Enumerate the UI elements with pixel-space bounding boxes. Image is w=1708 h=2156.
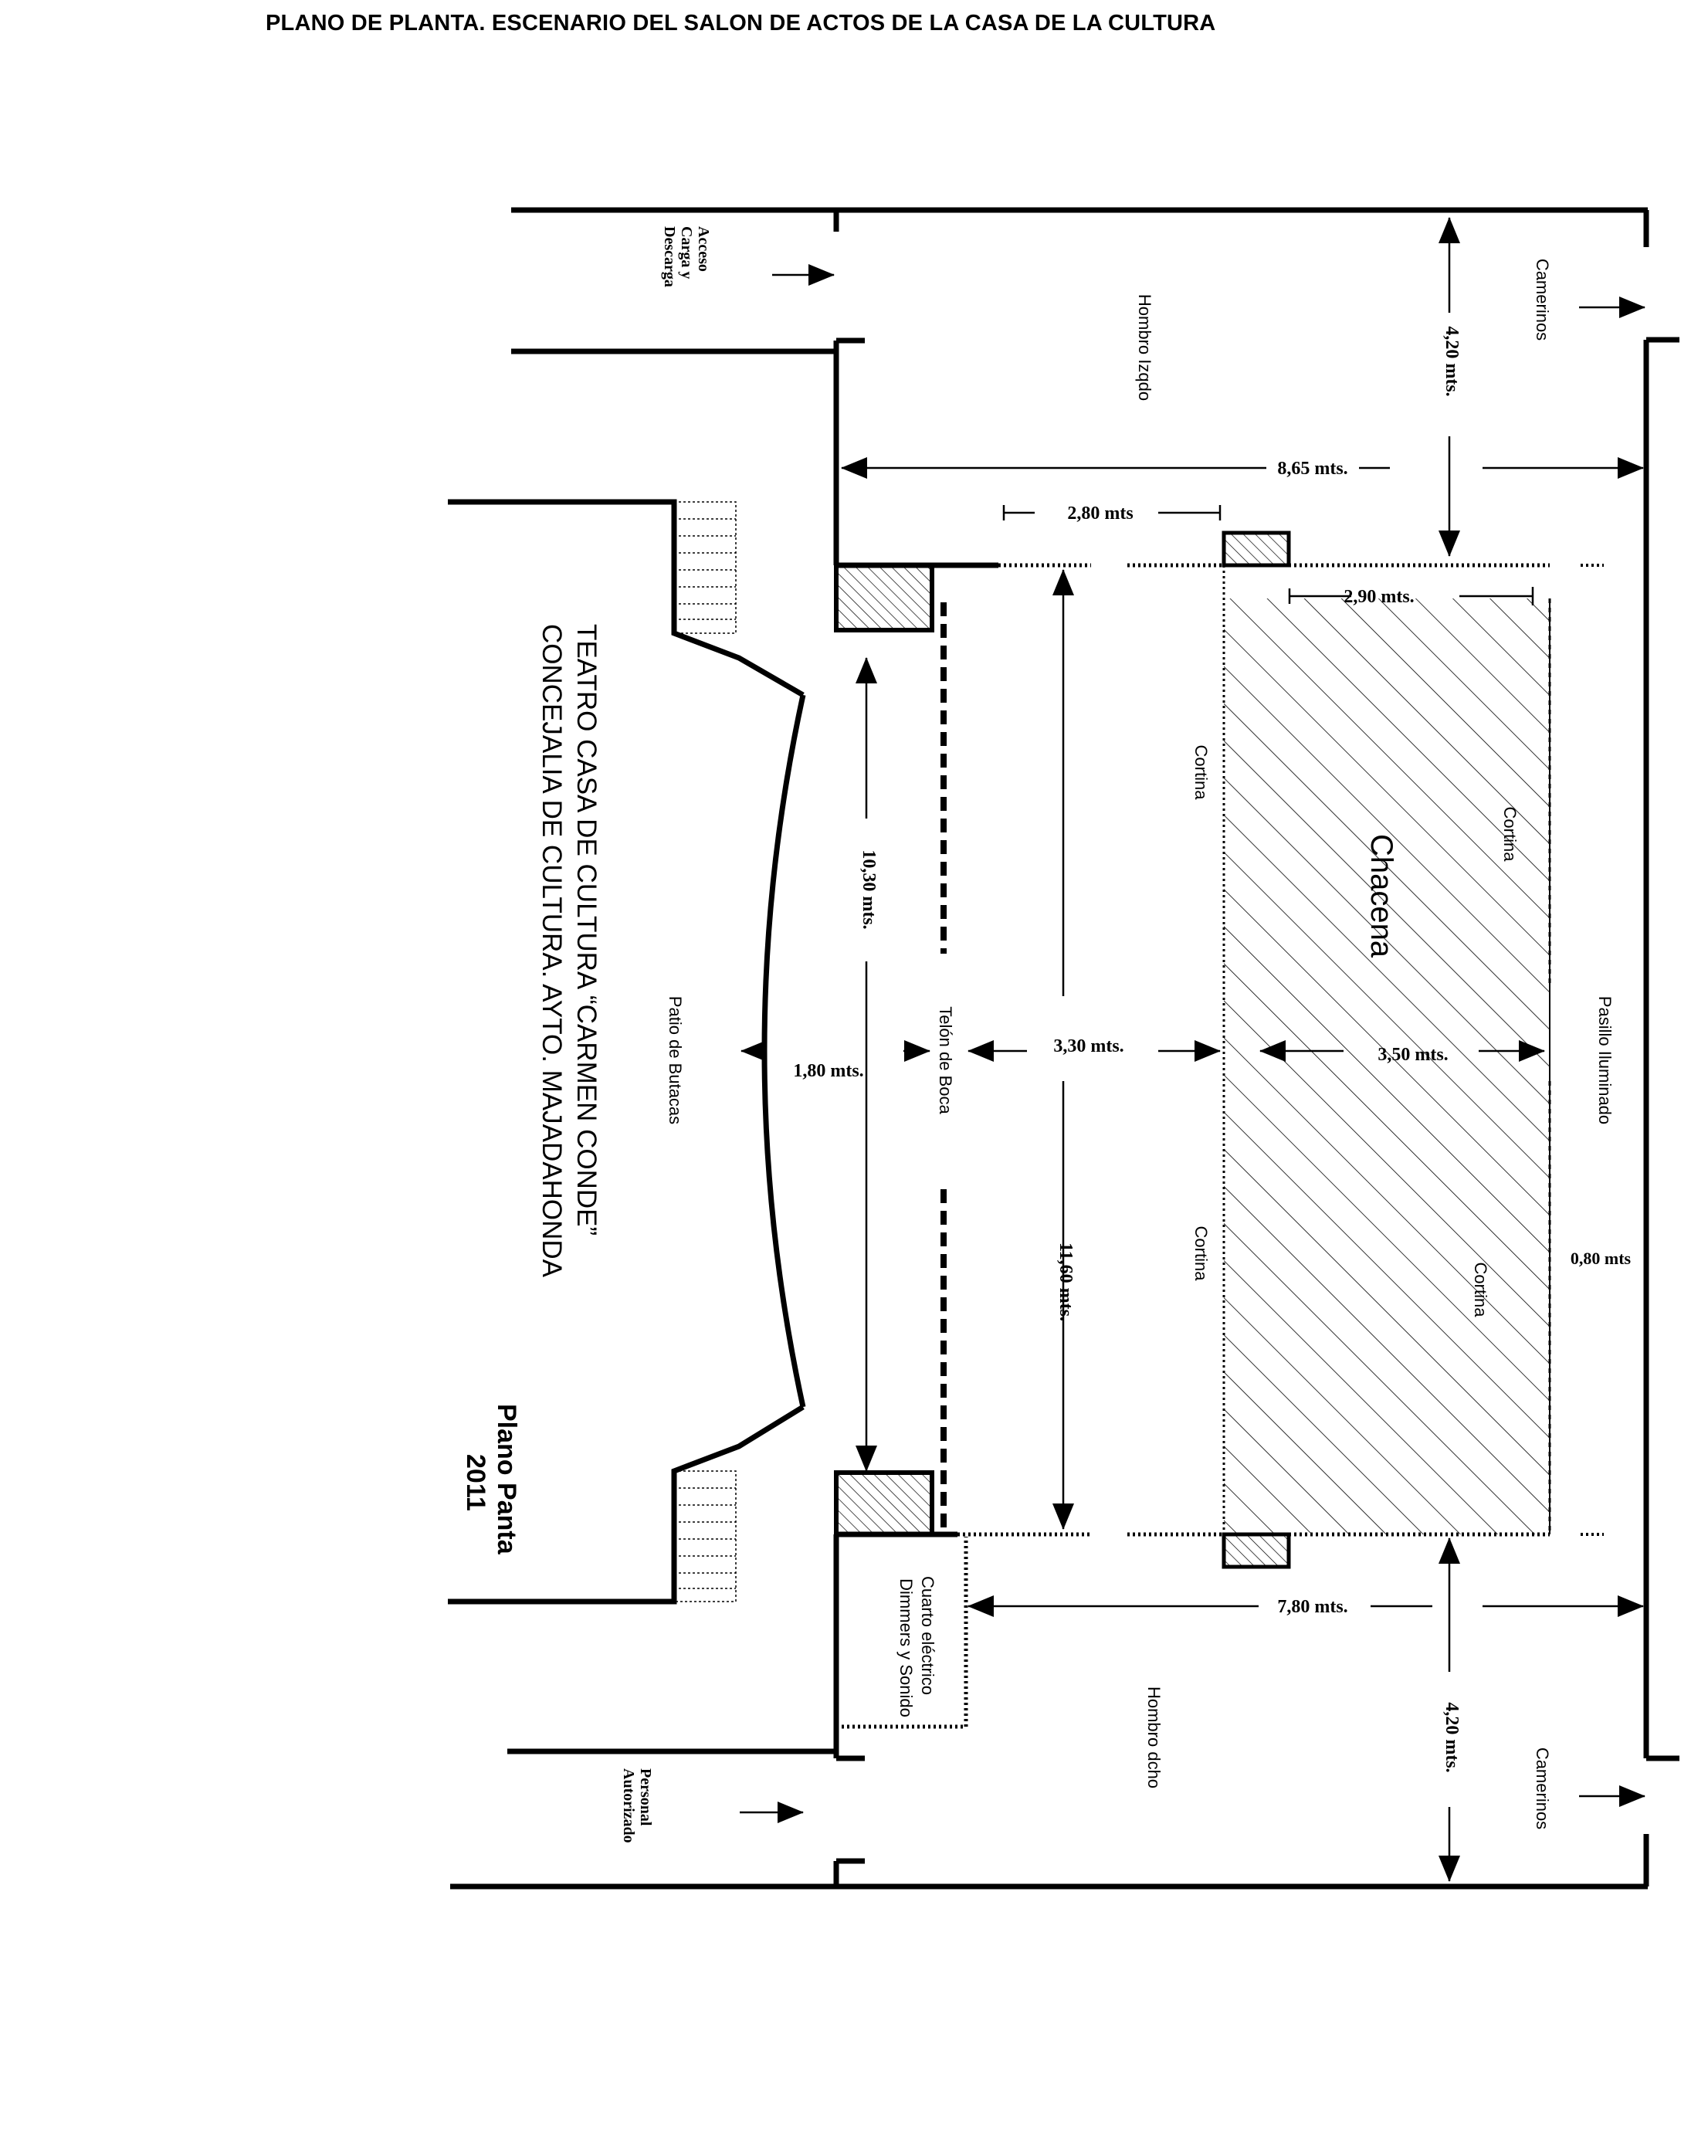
hombro-izq-label: Hombro Izqdo	[1135, 294, 1154, 401]
dim-280: 2,80 mts	[1067, 503, 1133, 524]
pasillo-ends	[1581, 564, 1604, 1536]
theatre-name: TEATRO CASA DE CULTURA “CARMEN CONDE”	[571, 624, 602, 1236]
plan-caption-1: Plano Panta	[492, 1404, 521, 1555]
plan-caption-2: 2011	[461, 1454, 490, 1511]
dim-1030: 10,30 mts.	[859, 849, 879, 929]
telon-label: Telón de Boca	[936, 1006, 955, 1114]
dim-330: 3,30 mts.	[1053, 1036, 1123, 1056]
dim-080: 0,80 mts	[1571, 1249, 1632, 1268]
dimension-lines	[740, 217, 1645, 1882]
dim-420-bottom: 4,20 mts.	[1442, 1702, 1462, 1772]
pillar-top	[834, 563, 934, 632]
cuarto-label-2: Dimmers y Sonido	[896, 1578, 916, 1717]
page-title: PLANO DE PLANTA. ESCENARIO DEL SALON DE …	[266, 11, 1216, 36]
personal-label-1: Personal	[637, 1768, 654, 1826]
cuarto-label-1: Cuarto eléctrico	[918, 1576, 937, 1695]
dim-350: 3,50 mts.	[1378, 1045, 1448, 1065]
dim-290: 2,90 mts.	[1344, 587, 1414, 607]
column-bottom	[1222, 1532, 1291, 1569]
cortina-left-top-label: Cortina	[1191, 745, 1211, 801]
personal-label-2: Autorizado	[620, 1768, 637, 1843]
access-label-3: Descarga	[661, 226, 678, 287]
dim-780: 7,80 mts.	[1277, 1597, 1347, 1617]
column-top	[1222, 531, 1291, 568]
patio-label: Patio de Butacas	[666, 996, 685, 1124]
access-label-2: Carga y	[678, 226, 695, 279]
dim-865: 8,65 mts.	[1277, 459, 1347, 479]
chacena-label: Chacena	[1364, 834, 1398, 958]
dim-180: 1,80 mts.	[793, 1061, 863, 1081]
stage-front-curve	[761, 694, 806, 1408]
cortina-right-top-label: Cortina	[1500, 807, 1520, 863]
dotted-lines	[957, 563, 1550, 1537]
pasillo-label: Pasillo Iluminado	[1595, 996, 1615, 1124]
pillar-bottom	[834, 1470, 934, 1537]
stairs-top	[673, 501, 737, 634]
hombro-dcho-label: Hombro dcho	[1144, 1686, 1164, 1788]
cortina-right-bottom-label: Cortina	[1471, 1263, 1490, 1318]
stairs-bottom	[673, 1470, 737, 1602]
cuarto-electrico-box	[836, 1537, 968, 1729]
chacena-area	[1224, 598, 1550, 1534]
dim-1160: 11,60 mts.	[1056, 1242, 1076, 1321]
camerinos-bottom-label: Camerinos	[1533, 1748, 1552, 1829]
cortina-left-bottom-label: Cortina	[1191, 1226, 1211, 1282]
theatre-department: CONCEJALIA DE CULTURA. AYTO. MAJADAHONDA	[537, 624, 567, 1278]
camerinos-top-label: Camerinos	[1533, 259, 1552, 341]
access-label-1: Acceso	[695, 226, 712, 272]
dim-420-top: 4,20 mts.	[1442, 326, 1462, 396]
